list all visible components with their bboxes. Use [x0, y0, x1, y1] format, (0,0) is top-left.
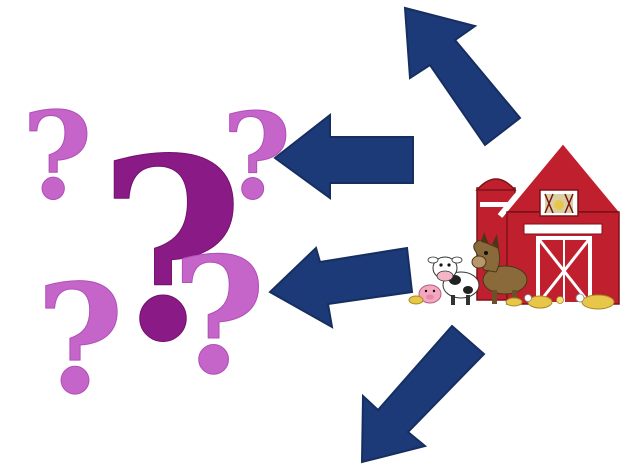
arrow-icon — [405, 8, 520, 145]
farm-scene — [409, 140, 620, 309]
question-mark-icon: ? — [36, 252, 124, 428]
question-mark-icon: ? — [172, 222, 266, 410]
arrow-icon — [362, 326, 484, 462]
arrow-icon — [275, 115, 413, 198]
arrow-icon — [270, 248, 412, 327]
chicken-icon — [554, 200, 564, 210]
question-marks-group: ? ? ? ? ? — [22, 86, 291, 428]
question-mark-icon: ? — [22, 86, 92, 227]
